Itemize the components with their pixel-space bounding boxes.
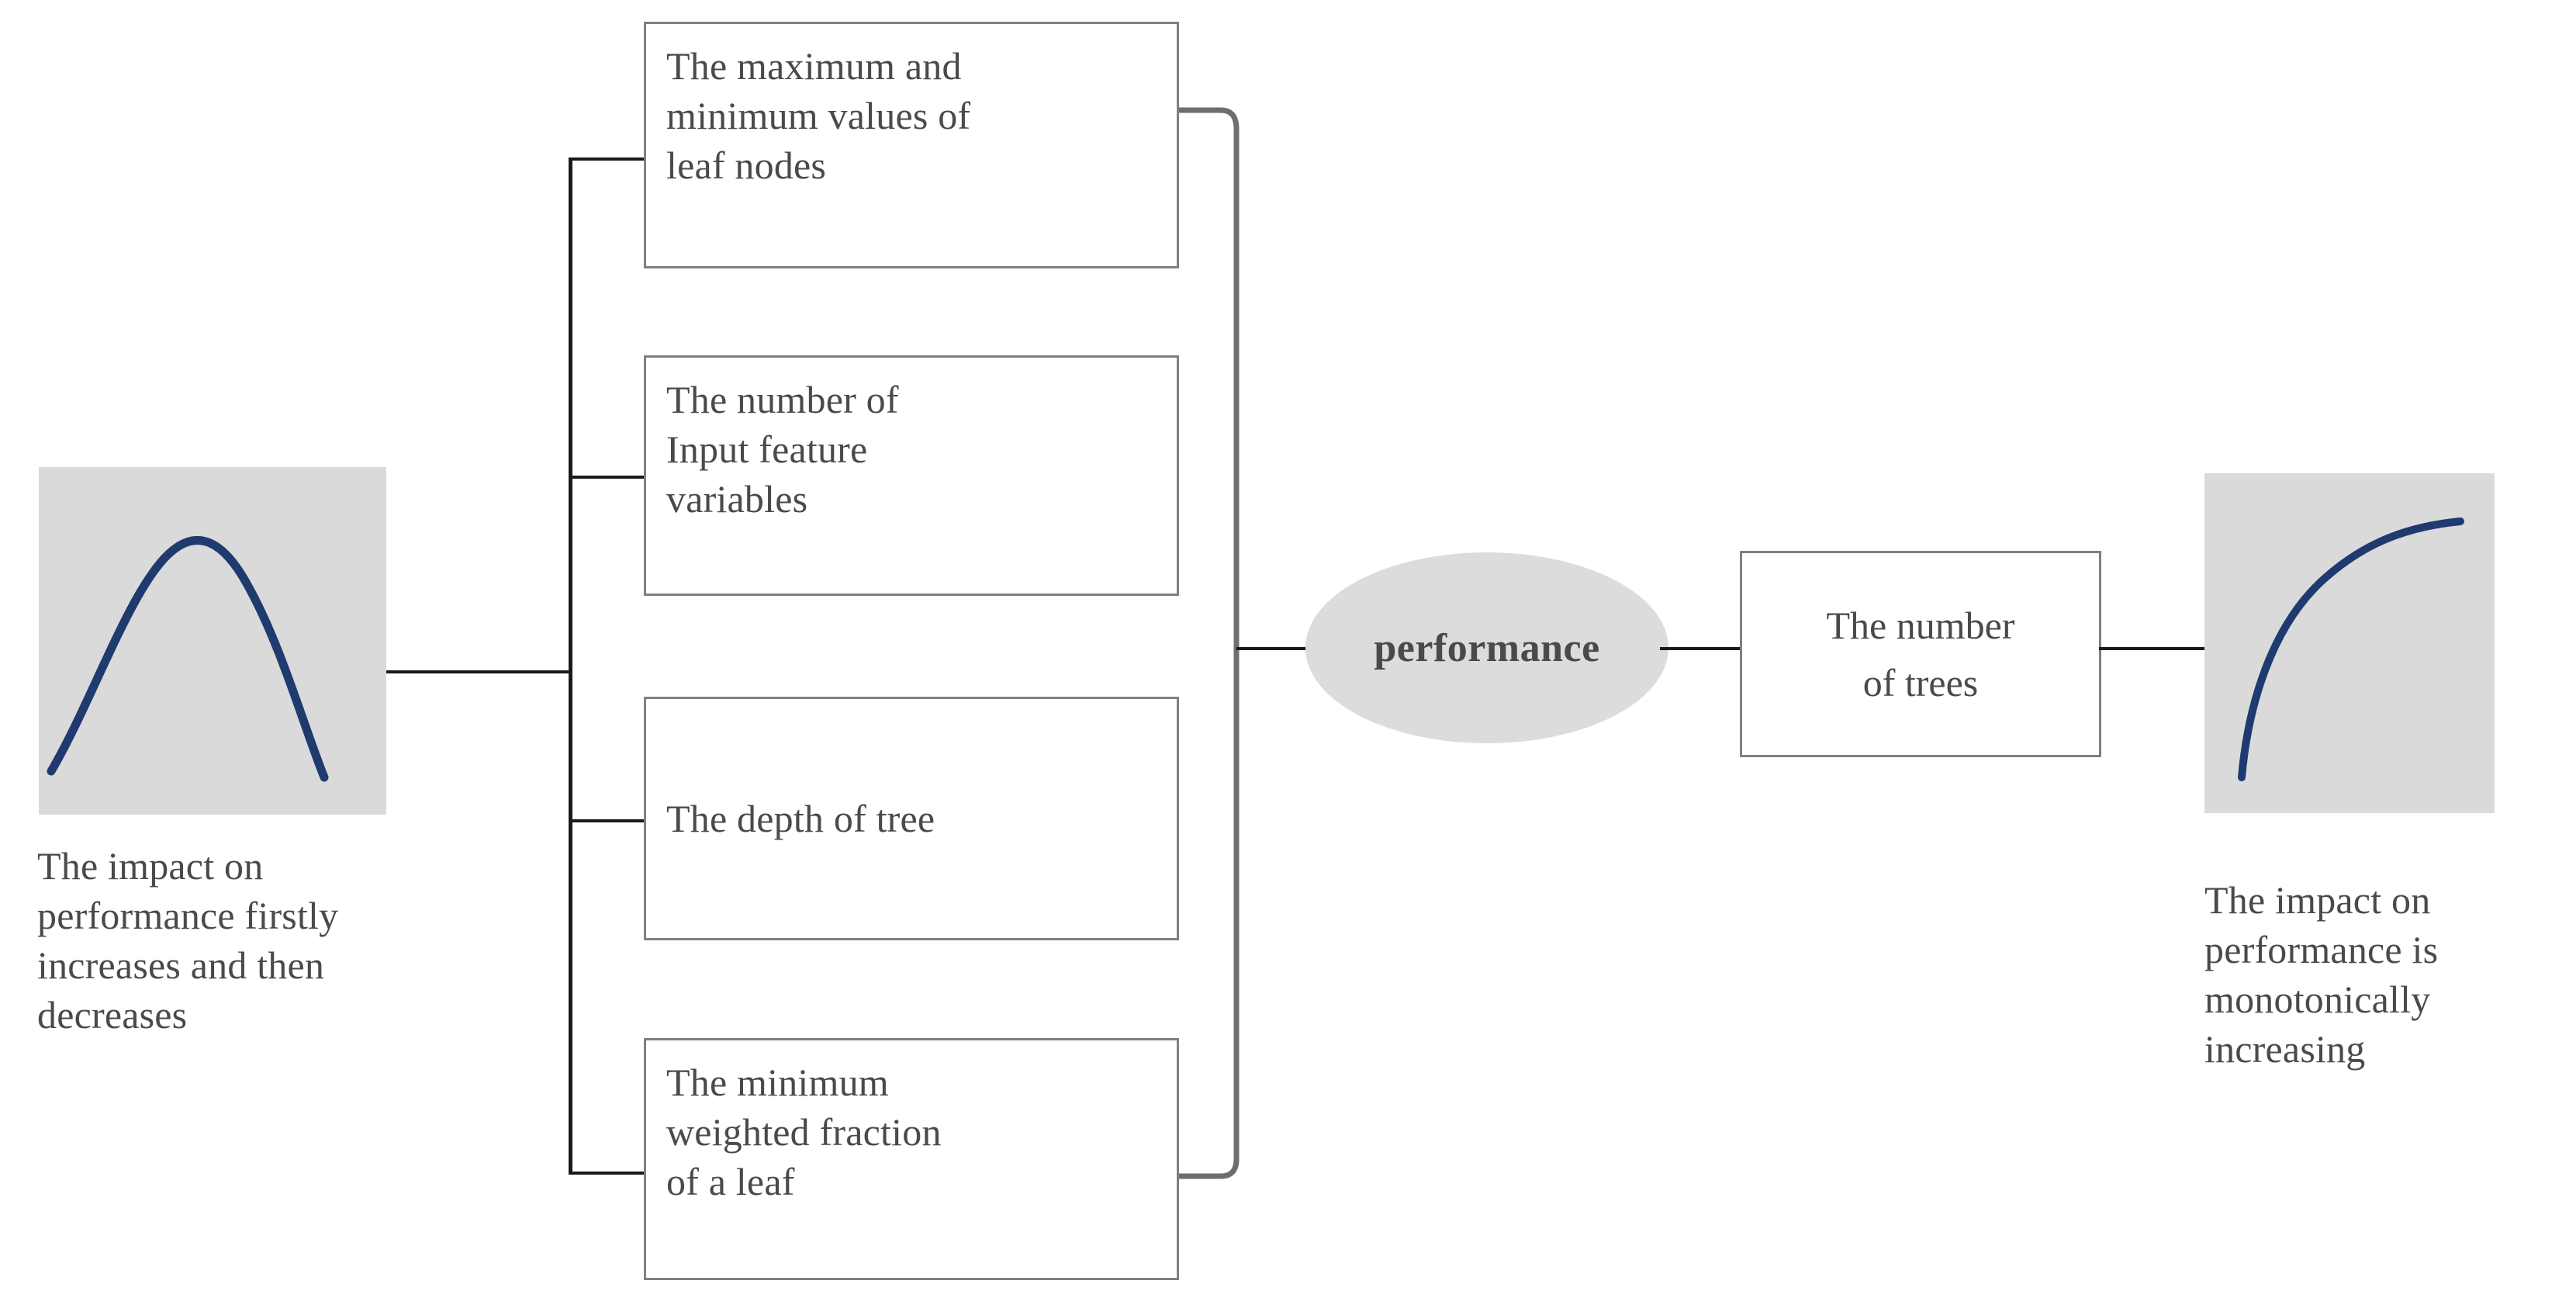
left-bracket-spine: [569, 157, 572, 1175]
factor-box-leaf-node-values[interactable]: The maximum and minimum values of leaf n…: [644, 22, 1179, 268]
factor-label-tree-depth: The depth of tree: [666, 797, 935, 840]
factor-label-number-of-trees: The number of trees: [1826, 604, 2015, 704]
connector-bracket-to-performance: [1236, 647, 1311, 650]
right-illustration-caption: The impact on performance is monotonical…: [2204, 878, 2439, 1071]
performance-node-label: performance: [1374, 625, 1600, 670]
connector-branch-min-weighted-fraction: [571, 1172, 645, 1175]
connector-branch-input-feature-variables: [571, 476, 645, 479]
right-gathering-bracket-icon: [1179, 107, 1240, 1179]
right-illustration-panel: [2204, 473, 2495, 813]
factor-box-min-weighted-fraction[interactable]: The minimum weighted fraction of a leaf: [644, 1038, 1179, 1280]
connector-performance-to-number-of-trees: [1660, 647, 1744, 650]
factor-box-input-feature-variables[interactable]: The number of Input feature variables: [644, 355, 1179, 596]
connector-number-of-trees-to-right-panel: [2099, 647, 2208, 650]
factor-label-min-weighted-fraction: The minimum weighted fraction of a leaf: [666, 1061, 942, 1203]
concave-increasing-curve-icon: [2238, 517, 2464, 781]
connector-left-panel-to-spine: [386, 670, 571, 673]
factor-box-tree-depth[interactable]: The depth of tree: [644, 697, 1179, 940]
connector-branch-tree-depth: [571, 819, 645, 822]
factor-box-number-of-trees[interactable]: The number of trees: [1740, 551, 2101, 757]
factor-label-leaf-node-values: The maximum and minimum values of leaf n…: [666, 44, 971, 187]
performance-node[interactable]: performance: [1305, 552, 1668, 743]
left-illustration-panel: [39, 467, 386, 815]
inverted-parabola-curve-icon: [47, 535, 329, 782]
factor-label-input-feature-variables: The number of Input feature variables: [666, 378, 899, 521]
left-illustration-caption: The impact on performance firstly increa…: [37, 844, 339, 1037]
connector-branch-leaf-node-values: [571, 157, 645, 161]
